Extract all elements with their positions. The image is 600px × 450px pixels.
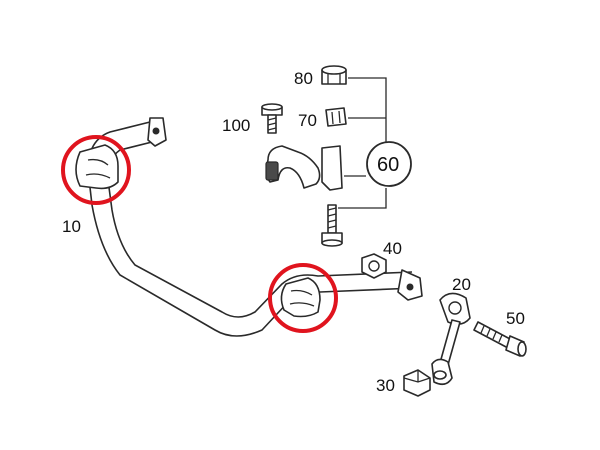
label-70: 70 [298, 111, 317, 130]
bracket-bolt [321, 204, 343, 247]
leader-60-bolt [338, 188, 387, 209]
bolt-100 [261, 103, 283, 134]
bushing-80 [321, 65, 347, 85]
label-30: 30 [376, 376, 395, 395]
label-40: 40 [383, 239, 402, 258]
label-60: 60 [377, 154, 399, 176]
label-100: 100 [222, 116, 250, 135]
label-80: 80 [294, 69, 313, 88]
label-20: 20 [452, 275, 471, 294]
leader-80 [348, 77, 387, 128]
label-50: 50 [506, 309, 525, 328]
bolt-50 [473, 321, 527, 357]
nut-40 [361, 253, 387, 279]
highlight-circle-left [61, 135, 131, 205]
group-60-ring [366, 141, 412, 187]
nut-30 [403, 369, 431, 397]
highlight-circle-right [268, 263, 338, 333]
stabilizer-bar [75, 117, 423, 337]
bracket-clamp [265, 145, 343, 191]
label-10: 10 [62, 217, 81, 236]
coupling-rod [431, 292, 471, 386]
bushing-70 [325, 107, 347, 127]
